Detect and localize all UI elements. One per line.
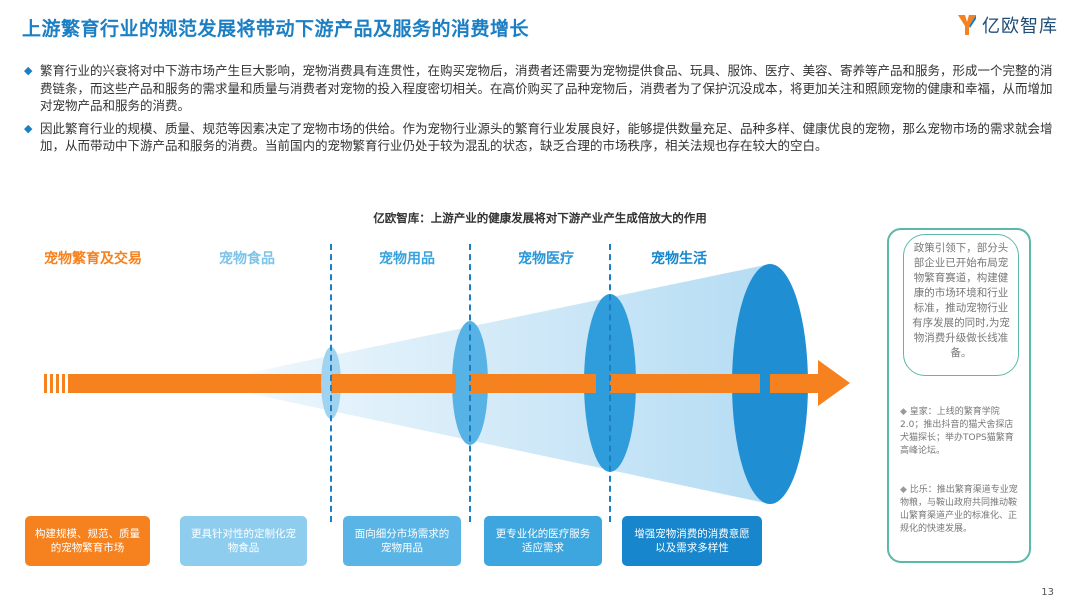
- case-item: ◆ 比乐：推出繁育渠道专业宠物粮，与鞍山政府共同推动鞍山繁育渠道产业的标准化、正…: [900, 484, 1020, 536]
- logo-icon: [958, 15, 976, 35]
- arrow-segment: [770, 374, 822, 393]
- stage-divider: [330, 244, 332, 522]
- page-title: 上游繁育行业的规范发展将带动下游产品及服务的消费增长: [22, 18, 530, 40]
- bullet-item: ◆ 繁育行业的兴衰将对中下游市场产生巨大影响，宠物消费具有连贯性，在购买宠物后，…: [24, 62, 1060, 115]
- stage-divider: [469, 244, 471, 522]
- arrow-tail-mark: [44, 374, 47, 393]
- stage-box-supplies: 面向细分市场需求的宠物用品: [343, 516, 461, 566]
- arrow-segment: [470, 374, 596, 393]
- stage-box-medical: 更专业化的医疗服务适应需求: [484, 516, 602, 566]
- bullet-list: ◆ 繁育行业的兴衰将对中下游市场产生巨大影响，宠物消费具有连贯性，在购买宠物后，…: [24, 62, 1060, 160]
- arrow-tail-mark: [62, 374, 65, 393]
- diamond-icon: ◆: [900, 407, 907, 417]
- bullet-text: 因此繁育行业的规模、质量、规范等因素决定了宠物市场的供给。作为宠物行业源头的繁育…: [40, 120, 1053, 154]
- stage-box-breeding: 构建规模、规范、质量的宠物繁育市场: [25, 516, 150, 566]
- arrow-segment: [331, 374, 456, 393]
- stage-label-breeding: 宠物繁育及交易: [44, 251, 142, 267]
- policy-bubble: 政策引领下，部分头部企业已开始布局宠物繁育赛道，构建健康的市场环境和行业标准，推…: [903, 234, 1019, 376]
- case-text: 比乐：推出繁育渠道专业宠物粮，与鞍山政府共同推动鞍山繁育渠道产业的标准化、正规化…: [900, 485, 1018, 534]
- logo: 亿欧智库: [956, 12, 1058, 38]
- diamond-icon: ◆: [24, 121, 33, 135]
- page-number: 13: [1041, 587, 1054, 598]
- logo-text: 亿欧智库: [982, 16, 1058, 37]
- arrow-head: [818, 360, 850, 406]
- arrow-tail-mark: [50, 374, 53, 393]
- side-panel: [887, 228, 1031, 563]
- stage-box-food: 更具针对性的定制化宠物食品: [180, 516, 307, 566]
- diamond-icon: ◆: [900, 485, 907, 495]
- case-item: ◆ 皇家：上线的繁育学院2.0；推出抖音的猫犬舍探店犬猫探长；举办TOPS猫繁育…: [900, 406, 1020, 458]
- stage-label-life: 宠物生活: [651, 251, 707, 267]
- stage-label-supplies: 宠物用品: [379, 251, 435, 267]
- bullet-item: ◆ 因此繁育行业的规模、质量、规范等因素决定了宠物市场的供给。作为宠物行业源头的…: [24, 120, 1060, 155]
- bullet-text: 繁育行业的兴衰将对中下游市场产生巨大影响，宠物消费具有连贯性，在购买宠物后，消费…: [40, 63, 1053, 113]
- arrow-segment: [610, 374, 760, 393]
- stage-label-food: 宠物食品: [219, 251, 275, 267]
- arrow-tail-mark: [56, 374, 59, 393]
- case-text: 皇家：上线的繁育学院2.0；推出抖音的猫犬舍探店犬猫探长；举办TOPS猫繁育高峰…: [900, 407, 1014, 456]
- stage-label-medical: 宠物医疗: [518, 251, 574, 267]
- stage-divider: [609, 244, 611, 522]
- diamond-icon: ◆: [24, 64, 33, 77]
- stage-box-life: 增强宠物消费的消费意愿以及需求多样性: [622, 516, 762, 566]
- diagram-title: 亿欧智库：上游产业的健康发展将对下游产业产生成倍放大的作用: [373, 211, 707, 225]
